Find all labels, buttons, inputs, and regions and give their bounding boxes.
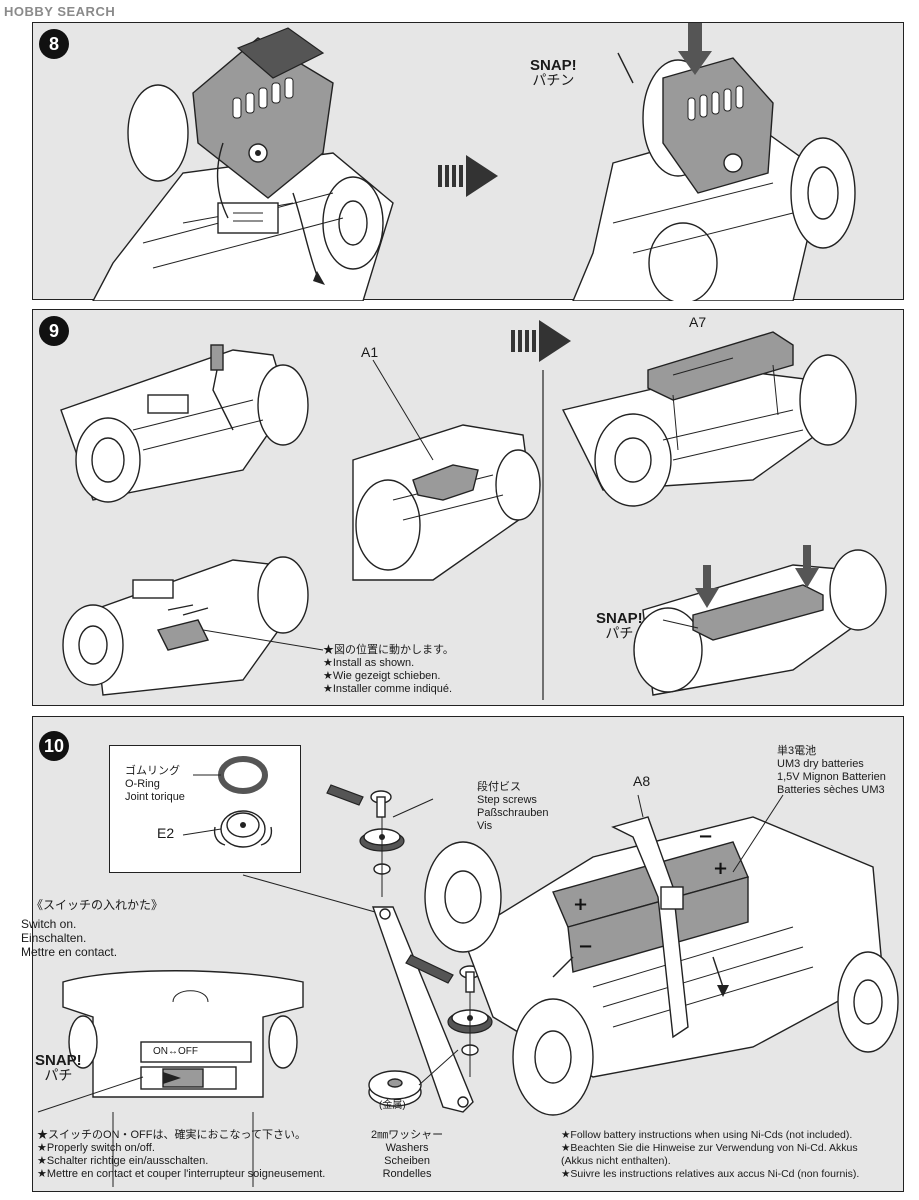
step-9-illustration [60, 320, 887, 700]
metal-washer [368, 1049, 459, 1107]
snap-label-9: SNAP! パチ [596, 610, 643, 641]
step-screws-label: 段付ビス Step screws Paßschrauben Vis [477, 781, 549, 832]
metal-label: (金属) [379, 1100, 406, 1111]
svg-text:+: + [573, 894, 588, 915]
insert-arrow-10a [552, 956, 574, 978]
chassis-left-8 [92, 84, 394, 301]
part-a8-clip [611, 816, 689, 1039]
switch-notes: ★スイッチのON・OFFは、確実におこなって下さい。 ★Properly swi… [37, 1129, 326, 1180]
label-a7: A7 [689, 314, 707, 330]
part-a7-cover [647, 331, 794, 451]
switch-lever-9a [210, 344, 224, 371]
oring-callout-box [109, 745, 301, 873]
step-number-9: 9 [39, 316, 69, 346]
svg-text:−: − [578, 936, 593, 957]
tab-arrow-8 [292, 192, 319, 279]
motor-box-installed-8 [662, 57, 774, 194]
chassis-9b [352, 424, 541, 581]
switch-on-label: Switch on. Einschalten. Mettre en contac… [21, 917, 118, 959]
part-a1-shape [412, 464, 479, 501]
battery-notes: ★Follow battery instructions when using … [561, 1129, 860, 1180]
step-8-panel: 8 [32, 22, 904, 301]
label-a8: A8 [633, 773, 651, 789]
push-arrow-8 [678, 23, 712, 75]
step-arrow-8 [438, 155, 498, 197]
switch-title: 《スイッチの入れかた》 [31, 898, 164, 912]
svg-text:+: + [713, 858, 728, 879]
snap-label-10: SNAP! パチ [35, 1052, 82, 1083]
snap-label-8: SNAP! パチン [530, 57, 577, 88]
step-10-panel: 10 [21, 716, 904, 1192]
step-arrow-9 [511, 320, 571, 362]
batteries-label: 単3電池 UM3 dry batteries 1,5V Mignon Batte… [777, 745, 886, 796]
step-number-10: 10 [39, 731, 69, 761]
step-9-panel: 9 [32, 309, 904, 706]
step-number-8: 8 [39, 29, 69, 59]
screw-upper [326, 784, 392, 818]
chassis-9d [561, 354, 857, 507]
insert-arrow-10b [712, 956, 724, 988]
front-wheel-left-8 [127, 84, 189, 182]
part-a7-installed [692, 584, 824, 641]
label-e2: E2 [157, 825, 175, 841]
chassis-9e [633, 549, 887, 696]
battery-pack: + + − − [552, 826, 749, 973]
step-10-illustration: + + − − [37, 756, 899, 1187]
oring-shape [218, 756, 268, 794]
insert-line-8 [216, 142, 229, 219]
snap-pointer-8 [617, 52, 634, 84]
install-notes-9: ★図の位置に動かします。 ★Install as shown. ★Wie gez… [323, 644, 454, 695]
oring-label: ゴムリング O-Ring Joint torique [125, 765, 185, 803]
chassis-9a [60, 344, 309, 503]
push-arrows-9 [695, 545, 819, 608]
step-8-illustration [92, 23, 856, 301]
washers-label: 2㎜ワッシャー Washers Scheiben Rondelles [371, 1129, 444, 1180]
snap-pointer-9 [662, 619, 699, 629]
callout-line-10 [242, 874, 394, 918]
motor-box-8 [192, 27, 334, 199]
a1-pointer [372, 359, 434, 461]
note-pointer-9 [202, 629, 324, 651]
watermark: HOBBY SEARCH [4, 4, 116, 19]
switch-diagram [37, 970, 304, 1187]
switch-on-off-label: ON↔OFF [153, 1046, 198, 1057]
svg-text:−: − [698, 826, 713, 847]
chassis-9c [62, 556, 309, 696]
label-a1: A1 [361, 344, 379, 360]
